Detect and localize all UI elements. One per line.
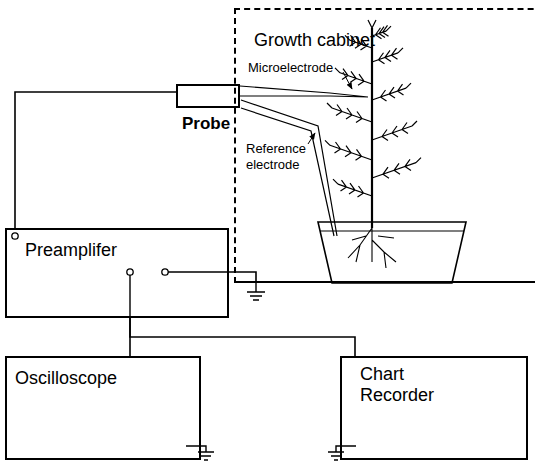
plant-branch [325, 140, 372, 160]
probe-box: Probe [176, 84, 240, 134]
leader-line [343, 72, 352, 89]
node-label: Chart Recorder [360, 364, 470, 405]
plant-roots [348, 228, 396, 268]
node-label: Oscilloscope [15, 368, 117, 389]
pot-rim [320, 230, 464, 231]
preamplifier-box: Preamplifer [5, 228, 229, 318]
wire [130, 318, 355, 356]
plant-branch [333, 179, 372, 197]
input-terminal [12, 233, 18, 239]
wire [15, 92, 176, 228]
plant-branch [372, 121, 417, 141]
plant-branch [327, 103, 372, 123]
ground-symbol [247, 283, 265, 300]
internal-wire [130, 272, 229, 318]
recorder-box: Chart Recorder [340, 356, 528, 460]
plant-stem [371, 28, 373, 228]
node-label: Growth cabinet [254, 30, 375, 51]
pot [318, 222, 466, 283]
ground-symbol [328, 446, 356, 460]
plant-tip [368, 20, 376, 28]
ground-terminal [162, 269, 168, 275]
oscilloscope-box: Oscilloscope [5, 356, 201, 460]
part-label: Reference electrode [246, 141, 310, 172]
plant-branch [372, 83, 411, 101]
plant-branch [372, 158, 421, 179]
plant-branch [335, 68, 372, 85]
leader-line [308, 133, 315, 144]
node-label: Preamplifer [25, 240, 117, 261]
part-label: Microelectrode [248, 60, 333, 76]
plant-branch [372, 48, 403, 64]
output-terminal [127, 269, 133, 275]
microelectrode [240, 86, 368, 97]
probe-label: Probe [182, 114, 240, 134]
reference-electrode [241, 100, 337, 236]
probe-outline [176, 84, 240, 108]
